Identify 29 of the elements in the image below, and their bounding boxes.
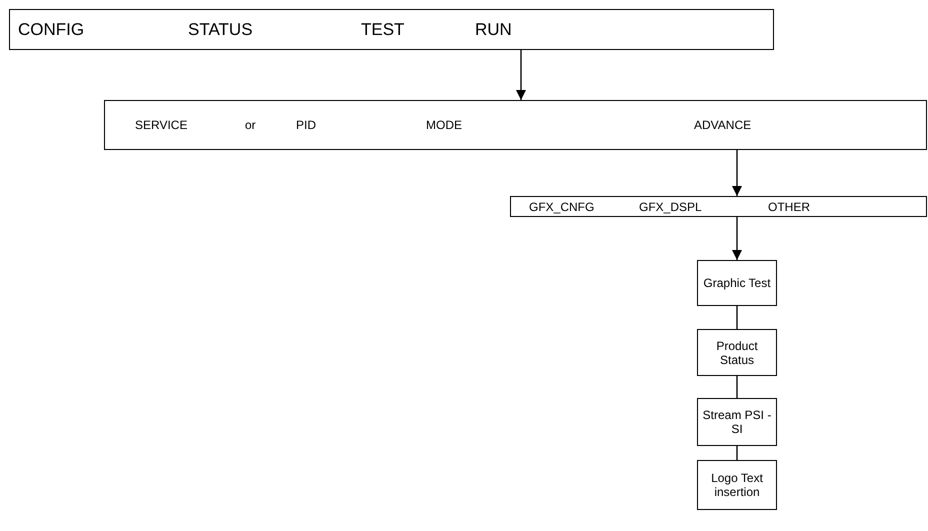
menu-item-box <box>697 460 777 510</box>
menu-bar <box>104 100 927 150</box>
menu-option: SERVICE <box>135 118 188 132</box>
connector-line <box>736 376 738 398</box>
arrow <box>516 50 526 100</box>
menu-option: or <box>245 118 256 132</box>
menu-item-box <box>697 260 777 306</box>
menu-option: GFX_CNFG <box>529 200 594 214</box>
connector-line <box>736 306 738 329</box>
menu-option: RUN <box>475 20 512 40</box>
menu-bar <box>510 196 927 217</box>
menu-option: MODE <box>426 118 462 132</box>
menu-option: TEST <box>361 20 404 40</box>
box-label: Stream PSI - SI <box>702 408 772 436</box>
connector-line <box>736 446 738 460</box>
menu-option: CONFIG <box>18 20 84 40</box>
menu-item-box <box>697 329 777 376</box>
menu-option: STATUS <box>188 20 253 40</box>
arrow <box>732 150 742 196</box>
menu-option: OTHER <box>768 200 810 214</box>
box-label: Product Status <box>715 338 759 366</box>
box-label: Graphic Test <box>703 276 771 290</box>
menu-option: ADVANCE <box>694 118 752 132</box>
box-label: Logo Text insertion <box>710 471 764 499</box>
menu-item-box <box>697 398 777 446</box>
menu-option: PID <box>296 118 316 132</box>
arrow <box>732 217 742 260</box>
menu-bar <box>9 9 774 50</box>
menu-option: GFX_DSPL <box>639 200 702 214</box>
